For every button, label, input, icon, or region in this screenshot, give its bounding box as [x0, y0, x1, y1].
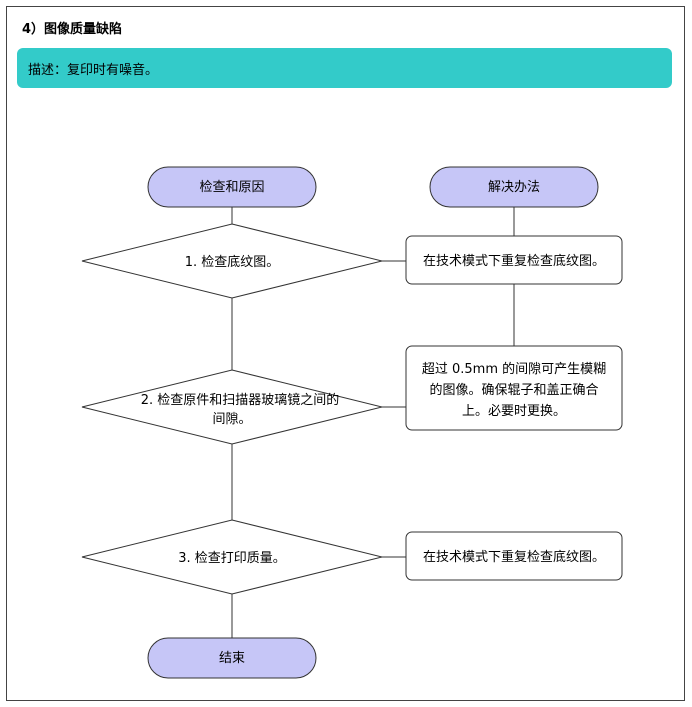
- solution-1-text: 在技术模式下重复检查底纹图。: [423, 253, 605, 269]
- end-node: 结束: [147, 637, 317, 679]
- check-step-3: 3. 检查打印质量。: [81, 519, 383, 595]
- decision-diamond: [81, 223, 383, 299]
- check-step-2-label-line2: 间隙。: [212, 412, 251, 427]
- decision-diamond: [81, 519, 383, 595]
- end-shape: [147, 637, 317, 679]
- solution-box-shape: [405, 235, 623, 285]
- solution-box-3: 在技术模式下重复检查底纹图。: [405, 531, 623, 581]
- check-step-1: 1. 检查底纹图。: [81, 223, 383, 299]
- page-frame: [6, 6, 685, 701]
- connector-lines: [231, 207, 515, 638]
- checks-header-node: 检查和原因: [147, 166, 317, 208]
- solution-box-shape: [405, 531, 623, 581]
- solution-box-shape: [405, 345, 623, 431]
- checks-header-label: 检查和原因: [199, 180, 264, 195]
- end-label: 结束: [219, 651, 245, 666]
- solution-3-text: 在技术模式下重复检查底纹图。: [423, 549, 605, 565]
- check-step-1-label: 1. 检查底纹图。: [185, 254, 280, 270]
- description-banner: 描述：复印时有噪音。: [17, 48, 672, 88]
- description-text: 描述：复印时有噪音。: [28, 62, 159, 78]
- solution-2-text-line1: 超过 0.5mm 的间隙可产生模糊: [422, 361, 606, 377]
- check-step-2: 2. 检查原件和扫描器玻璃镜之间的 间隙。: [81, 369, 383, 445]
- solution-2-text-line2: 的图像。确保辊子和盖正确合: [429, 382, 598, 398]
- solutions-header-node: 解决办法: [429, 166, 599, 208]
- solution-box-2: 超过 0.5mm 的间隙可产生模糊 的图像。确保辊子和盖正确合 上。必要时更换。: [405, 345, 623, 431]
- decision-diamond: [81, 369, 383, 445]
- solution-box-1: 在技术模式下重复检查底纹图。: [405, 235, 623, 285]
- check-step-3-label: 3. 检查打印质量。: [178, 551, 286, 566]
- section-heading: 4）图像质量缺陷: [22, 22, 123, 37]
- solutions-header-label: 解决办法: [488, 180, 540, 195]
- checks-header-shape: [147, 166, 317, 208]
- check-step-2-label-line1: 2. 检查原件和扫描器玻璃镜之间的: [141, 392, 340, 408]
- solutions-header-shape: [429, 166, 599, 208]
- solution-2-text-line3: 上。必要时更换。: [462, 404, 566, 419]
